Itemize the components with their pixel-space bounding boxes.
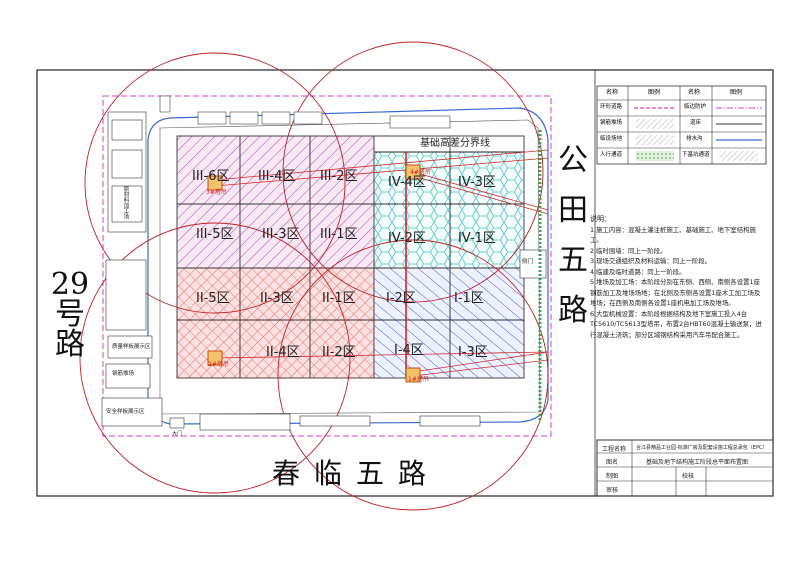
road-east-name: 公 田 五 路 [558,143,588,328]
crane-bases [207,164,421,383]
zone-label-I-2[interactable]: I-2区 [386,291,416,306]
zone-label-III-6[interactable]: III-6区 [192,169,230,184]
zone-label-IV-1[interactable]: IV-1区 [458,231,496,246]
note-item: 1.施工内容：混凝土灌注桩施工、基础施工、地下室结构施工。 [590,225,756,245]
zone-label-II-5[interactable]: II-5区 [196,291,230,306]
review-label: 审核 [606,487,619,494]
zone-label-I-3[interactable]: I-3区 [458,345,488,360]
side-gate-label: 侧门 [522,259,534,265]
zone-label-I-4[interactable]: I-4区 [394,343,424,358]
notes-title: 说明： [590,215,611,223]
zone-grid [176,135,525,379]
crane-label-1: 1#塔吊 [408,376,429,383]
gate-label: 大门 [172,431,183,437]
zone-label-IV-3[interactable]: IV-3区 [458,175,496,190]
zone-label-IV-4[interactable]: IV-4区 [388,175,426,190]
road-south-name: 春临五路 [272,457,441,490]
crane-label-3: 3#塔吊 [206,189,227,196]
note-item: 3.现场交通组织及材料运输：同上一阶段。 [590,257,712,265]
legend-table [596,85,767,165]
zone-fills [177,136,524,378]
west-facilities [101,111,547,427]
zone-label-I-1[interactable]: I-1区 [454,291,484,306]
zone-label-III-4[interactable]: III-4区 [258,169,296,184]
zone-label-II-3[interactable]: II-3区 [260,291,294,306]
crane-radius-circles [79,41,549,511]
drawing-label: 图名 [606,459,619,466]
zone-label-III-3[interactable]: III-3区 [262,227,300,242]
notes-block: 说明： 1.施工内容：混凝土灌注桩施工、基础施工、地下室结构施工。 2.临时围墙… [590,214,762,340]
material-yard-label: 原材料加工场 [122,186,129,219]
zone-label-IV-2[interactable]: IV-2区 [388,231,426,246]
display-area-label: 质量样板展示区 [112,344,151,350]
boundary-label: 基础高差分界线 [420,138,490,149]
zone-label-III-5[interactable]: III-5区 [196,227,234,242]
project-label: 工程名称 [602,446,627,453]
drawing-name: 基础及地下结构施工阶段总平面布置图 [646,459,749,466]
zone-label-III-2[interactable]: III-2区 [320,169,358,184]
zone-label-II-2[interactable]: II-2区 [322,345,356,360]
note-item: 2.临时围墙：同上一阶段。 [590,246,667,255]
crane-label-4: 4#塔吊 [410,169,431,176]
note-item: 6.大型机械设置：本阶段根据结构及地下室施工投入4台TC5610/TC5613型… [590,309,762,339]
zone-label-III-1[interactable]: III-1区 [320,227,358,242]
road-west-name: 29 号 路 [50,267,90,362]
title-block [596,439,774,497]
rebar-yard-label: 钢筋堆场 [112,371,135,377]
zone-label-II-1[interactable]: II-1区 [322,291,356,306]
note-item: 5.堆场及加工场：本阶段分别在东侧、西侧、南侧各设置1座钢筋加工及堆场场地；在北… [590,278,761,307]
note-item: 4.临建及临时道路：同上一阶段。 [590,267,686,276]
safety-display-label: 安全样板展示区 [106,409,145,415]
check-label: 校核 [682,473,695,480]
project-name: 合江县精品工业园-标准厂房及配套设施工程总承包（EPC） [636,445,768,451]
zone-label-II-4[interactable]: II-4区 [266,345,300,360]
crane-label-2: 2#塔吊 [208,361,229,368]
drawn-label: 制图 [606,473,619,480]
